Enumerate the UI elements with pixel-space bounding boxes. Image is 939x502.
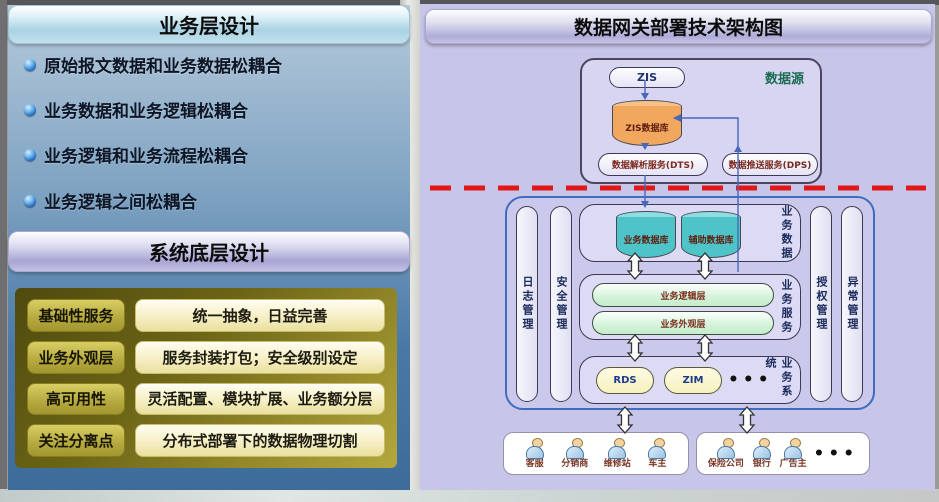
architecture-header: 数据网关部署技术架构图 [425, 9, 932, 44]
person-icon [606, 438, 628, 459]
bullet-item: 业务逻辑之间松耦合 [24, 188, 197, 213]
slide-left-edge [0, 0, 7, 502]
business-layer-panel: 业务层设计 原始报文数据和业务数据松耦合 业务数据和业务逻辑松耦合 业务逻辑和业… [8, 5, 410, 490]
auxiliary-database-cylinder: 辅助数据库 [681, 211, 741, 258]
zim-node: ZIM [664, 367, 722, 394]
bullet-sphere-icon [24, 194, 36, 207]
business-database-label: 业务数据库 [623, 235, 669, 246]
exception-management-label: 异常管理 [846, 276, 859, 332]
table-row-value: 服务封装打包；安全级别设定 [135, 340, 385, 374]
business-facade-layer: 业务外观层 [592, 311, 774, 335]
rds-node: RDS [596, 367, 654, 394]
security-management-label: 安全管理 [555, 276, 568, 332]
bullet-item: 业务数据和业务逻辑松耦合 [24, 97, 248, 122]
bullet-sphere-icon [24, 103, 36, 116]
business-system-box: RDS ZIM ••• 业务系统 [579, 356, 801, 404]
user-item: 保险公司 [708, 438, 744, 469]
more-systems-ellipsis: ••• [728, 370, 773, 390]
dps-service-node: 数据推送服务(DPS) [722, 153, 818, 176]
business-layer-header: 业务层设计 [8, 5, 410, 44]
table-row-label: 基础性服务 [27, 299, 125, 332]
business-system-side-label: 业务系统 [764, 357, 793, 399]
zis-node: ZIS [609, 67, 685, 88]
user-label: 客服 [525, 459, 544, 469]
user-item: 维修站 [604, 438, 631, 469]
person-icon [524, 438, 546, 459]
cylinder-body: 业务数据库 [616, 217, 676, 258]
table-row-value: 统一抽象，日益完善 [135, 299, 385, 332]
zis-database-cylinder: ZIS数据库 [612, 100, 682, 146]
zis-database-label: ZIS数据库 [625, 124, 669, 134]
bullet-text: 业务数据和业务逻辑松耦合 [44, 102, 248, 122]
user-group-internal: 客服 分销商 维修站 车主 [503, 432, 689, 475]
user-label: 银行 [752, 459, 771, 469]
table-row-label: 业务外观层 [27, 340, 125, 374]
business-logic-layer: 业务逻辑层 [592, 283, 774, 307]
bullet-item: 原始报文数据和业务数据松耦合 [24, 52, 282, 77]
business-data-box: 业务数据库 辅助数据库 业务数据 [579, 204, 801, 262]
log-management-label: 日志管理 [521, 276, 534, 332]
datasource-box: 数据源 ZIS ZIS数据库 数据解析服务(DTS) 数据推送服务(DPS) [580, 58, 822, 184]
user-group-partner: 保险公司 银行 广告主 ••• [696, 432, 870, 475]
more-users-ellipsis: ••• [813, 443, 859, 464]
person-icon [715, 438, 737, 459]
bullet-item: 业务逻辑和业务流程松耦合 [24, 142, 248, 167]
person-icon [564, 438, 586, 459]
gateway-core-box: 日志管理 安全管理 授权管理 异常管理 业务数据库 [505, 196, 875, 410]
authorization-management-pill: 授权管理 [810, 206, 832, 402]
double-arrow-icon [739, 406, 755, 434]
bullet-sphere-icon [24, 58, 36, 71]
business-service-box: 业务逻辑层 业务外观层 业务服务 [579, 274, 801, 340]
table-row-value: 灵活配置、模块扩展、业务额分层 [135, 382, 385, 416]
system-design-title: 系统底层设计 [149, 241, 269, 265]
user-item: 客服 [524, 438, 546, 469]
business-data-side-label: 业务数据 [780, 205, 793, 261]
slide-bottom-edge [0, 489, 939, 502]
user-label: 广告主 [779, 459, 807, 469]
security-management-pill: 安全管理 [550, 206, 572, 402]
table-row-label: 高可用性 [27, 382, 125, 416]
slide-top-edge [0, 0, 939, 5]
cylinder-body: 辅助数据库 [681, 217, 741, 258]
business-service-side-label: 业务服务 [780, 279, 793, 335]
user-label: 分销商 [561, 459, 589, 469]
bullet-text: 业务逻辑和业务流程松耦合 [44, 147, 248, 167]
person-icon [751, 438, 773, 459]
system-design-header: 系统底层设计 [8, 231, 410, 272]
table-row-label: 关注分离点 [27, 424, 125, 457]
authorization-management-label: 授权管理 [815, 276, 828, 332]
datasource-label: 数据源 [764, 72, 804, 87]
user-item: 广告主 [780, 438, 807, 469]
system-design-table: 基础性服务 统一抽象，日益完善 业务外观层 服务封装打包；安全级别设定 高可用性… [15, 288, 397, 468]
user-item: 分销商 [561, 438, 588, 469]
table-row-value: 分布式部署下的数据物理切割 [135, 424, 385, 457]
exception-management-pill: 异常管理 [841, 206, 863, 402]
cylinder-body: ZIS数据库 [612, 106, 682, 146]
business-database-cylinder: 业务数据库 [616, 211, 676, 258]
bullet-sphere-icon [24, 148, 36, 161]
business-layer-title: 业务层设计 [159, 14, 259, 38]
bullet-text: 业务逻辑之间松耦合 [44, 193, 197, 213]
double-arrow-icon [617, 406, 633, 434]
user-item: 银行 [751, 438, 773, 469]
person-icon [782, 438, 804, 459]
auxiliary-database-label: 辅助数据库 [688, 235, 734, 246]
user-label: 维修站 [603, 459, 631, 469]
dts-service-node: 数据解析服务(DTS) [598, 153, 708, 176]
user-label: 车主 [648, 459, 667, 469]
log-management-pill: 日志管理 [516, 206, 538, 402]
user-label: 保险公司 [707, 459, 744, 469]
architecture-panel: 数据网关部署技术架构图 数据源 ZIS ZIS数据库 数据解析服务(DTS) 数… [420, 4, 935, 490]
person-icon [646, 438, 668, 459]
bullet-text: 原始报文数据和业务数据松耦合 [44, 57, 282, 77]
architecture-title: 数据网关部署技术架构图 [573, 17, 783, 39]
user-item: 车主 [646, 438, 668, 469]
